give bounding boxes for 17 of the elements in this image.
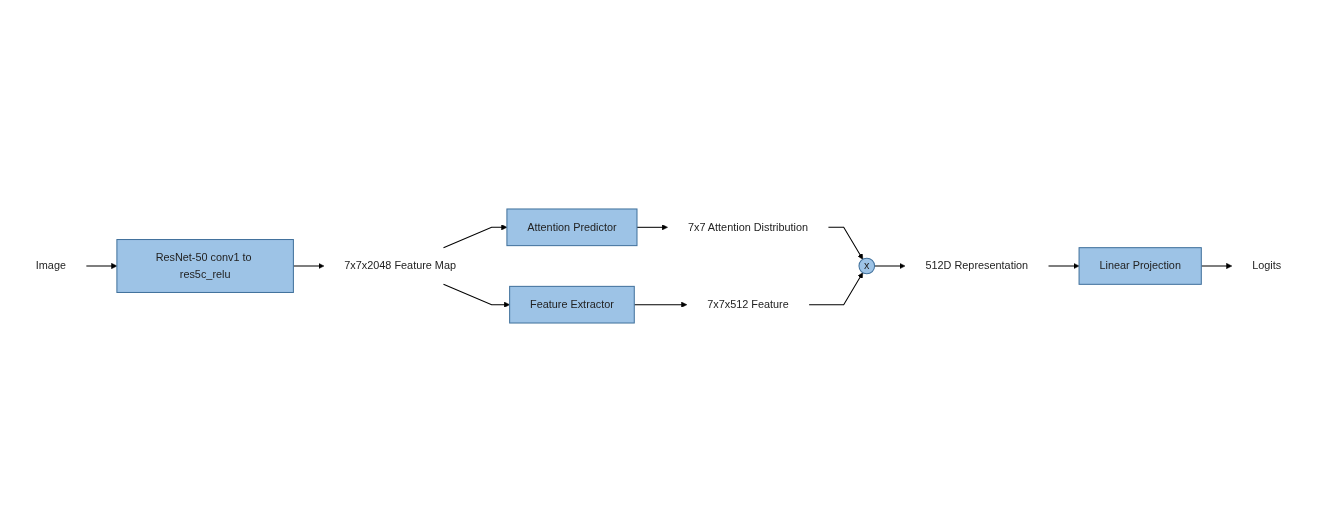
node-text: 7x7 Attention Distribution	[687, 221, 809, 233]
node-box: Linear Projection	[1078, 247, 1202, 285]
node-box: Attention Predictor	[506, 208, 638, 247]
node-box: ResNet-50 conv1 to res5c_relu	[116, 239, 294, 293]
node-box: Feature Extractor	[509, 285, 635, 324]
arrow	[443, 283, 510, 308]
arrow	[808, 272, 864, 306]
arrow	[636, 224, 668, 231]
arrow	[827, 226, 864, 260]
node-circle: x	[858, 257, 876, 275]
node-text: 7x7x2048 Feature Map	[344, 259, 456, 272]
arrow	[1048, 263, 1080, 269]
node-text: Image	[35, 259, 66, 272]
node-text: 7x7x512 Feature	[707, 298, 789, 311]
node-text: Logits	[1252, 259, 1282, 272]
node-text: 512D Representation	[925, 259, 1029, 272]
arrow	[874, 263, 906, 269]
